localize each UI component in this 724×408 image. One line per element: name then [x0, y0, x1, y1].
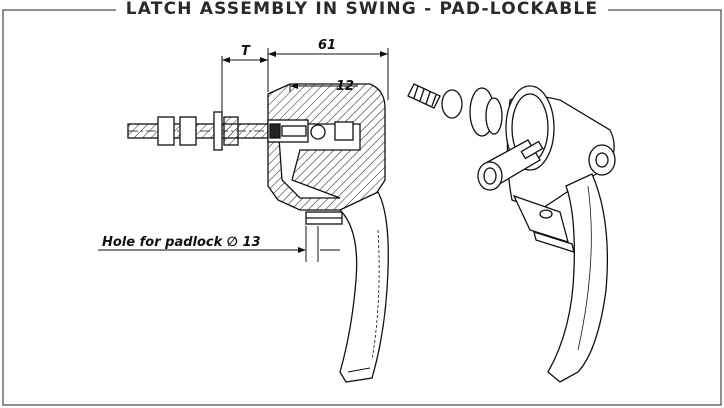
dimension-lines: [98, 48, 389, 253]
isometric-view: [407, 83, 616, 383]
stud-nut: [441, 89, 463, 119]
dim-overall: 61: [318, 38, 336, 53]
note-padlock-hole: Hole for padlock ∅ 13: [102, 235, 261, 250]
cam: [223, 116, 239, 146]
dim-offset: 12: [336, 79, 354, 94]
dim-thickness: T: [241, 44, 251, 59]
handle-lever: [338, 191, 389, 383]
padlock-bracket: [512, 194, 575, 253]
stud-collar: [485, 97, 503, 135]
washer: [213, 111, 223, 151]
nut-1: [157, 116, 175, 146]
page-title-text: LATCH ASSEMBLY IN SWING - PAD-LOCKABLE: [115, 0, 609, 19]
nut-2: [179, 116, 197, 146]
section-view: [127, 83, 389, 383]
lock-cylinder: [477, 139, 544, 191]
threaded-stud: [407, 83, 441, 109]
page-title: LATCH ASSEMBLY IN SWING - PAD-LOCKABLE: [0, 0, 724, 20]
iso-handle-lever: [547, 173, 608, 383]
